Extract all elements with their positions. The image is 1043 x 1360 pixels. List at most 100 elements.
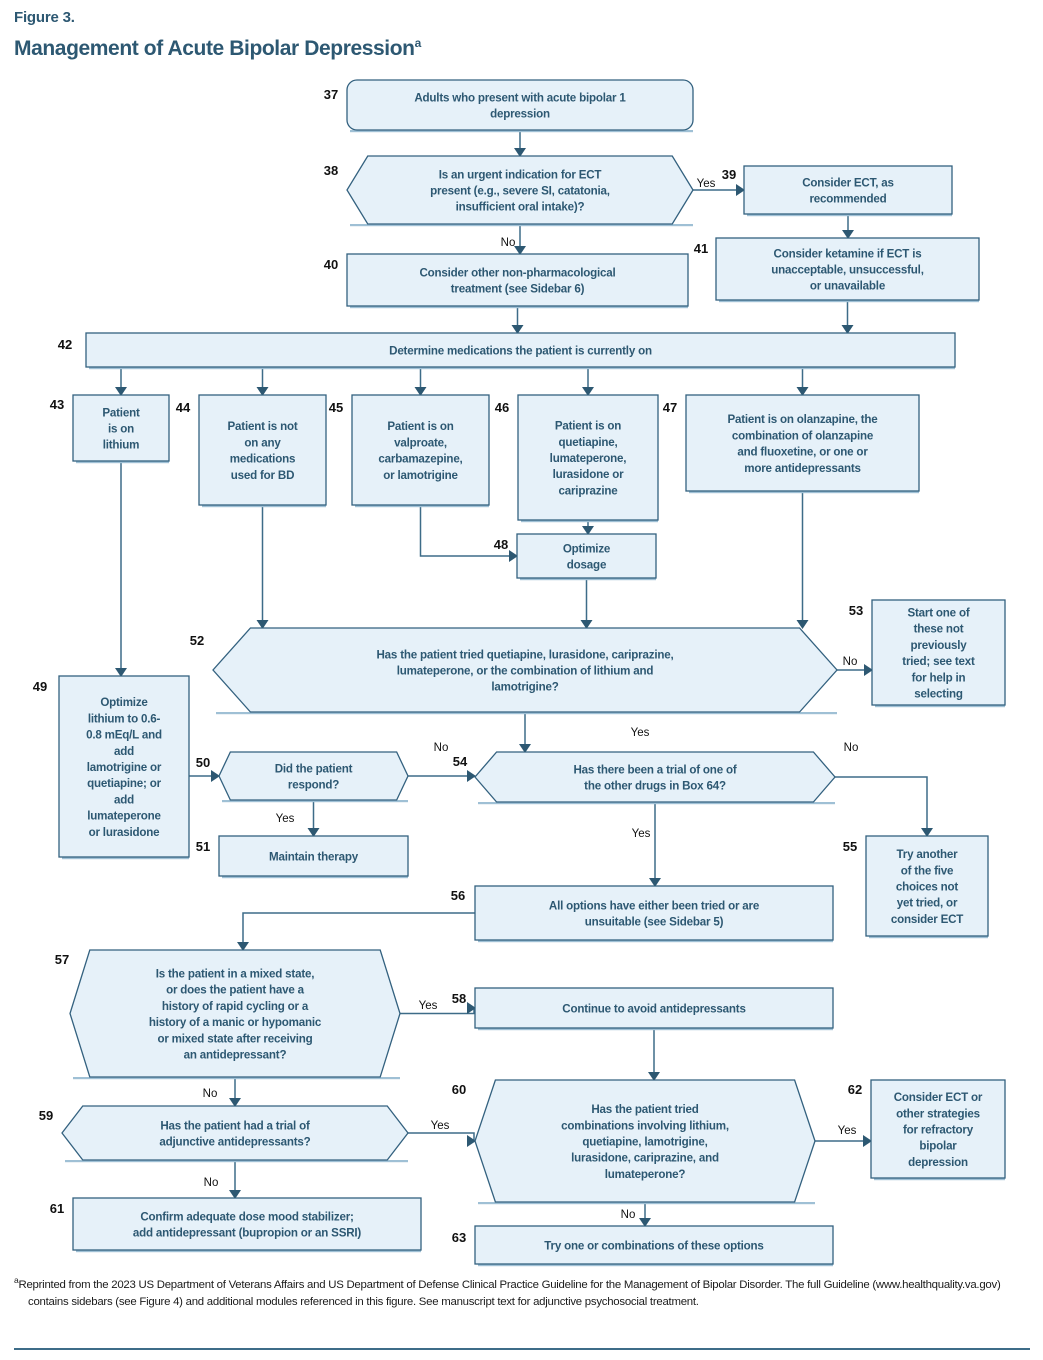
arrowhead [115,668,127,677]
node-shadow [89,367,955,370]
node-shadow [869,936,988,939]
arrowhead [514,246,526,255]
flow-node-52[interactable]: Has the patient tried quetiapine, lurasi… [190,627,838,715]
node-number-46: 46 [495,400,509,415]
node-number-59: 59 [39,1108,53,1123]
connector [242,912,475,949]
node-shape-rect [346,253,689,307]
node-number-55: 55 [843,839,857,854]
node-number-50: 50 [196,755,210,770]
node-shape-hexagon [218,751,409,801]
node-shape-rect [871,599,1006,706]
flow-node-56[interactable]: All options have either been tried or ar… [451,885,834,943]
flow-node-42[interactable]: Determine medications the patient is cur… [58,332,956,370]
footnote: aReprinted from the 2023 US Department o… [14,1272,1030,1312]
arrowhead [649,878,661,887]
arrowhead [580,620,593,629]
edge-label: No [434,742,449,754]
node-shadow [478,1264,833,1267]
arrowhead [307,828,320,837]
node-number-43: 43 [50,397,64,412]
flow-node-57[interactable]: Is the patient in a mixed state,or does … [55,949,401,1080]
arrowhead [514,148,526,157]
flow-node-61[interactable]: Confirm adequate dose mood stabilizer;ad… [50,1197,422,1253]
node-number-49: 49 [33,679,47,694]
arrowhead [229,1098,241,1107]
arrowhead [796,620,809,629]
arrowhead [648,1072,660,1081]
connector [419,505,516,557]
arrowhead [736,184,745,196]
edge-label: No [844,742,859,754]
node-label-51: Maintain therapy [269,851,359,864]
figure-title-superscript: a [414,36,422,50]
connector [835,776,928,835]
flow-node-63[interactable]: Try one or combinations of these options… [452,1225,834,1267]
node-number-44: 44 [176,400,191,415]
node-number-41: 41 [694,241,708,256]
node-number-54: 54 [453,754,468,769]
node-shape-rect [685,394,920,492]
arrowhead [842,230,854,239]
node-shadow [478,1202,815,1205]
node-shadow [350,130,693,133]
node-shadow [747,214,952,217]
footnote-marker: a [14,1275,19,1285]
node-shape-hexagon [212,627,838,713]
node-shape-rect [72,1197,422,1251]
node-shape-rect [715,237,980,301]
node-number-39: 39 [722,167,736,182]
edge-label: No [621,1209,636,1221]
node-number-56: 56 [451,888,465,903]
node-shape-rect [346,79,694,131]
edge-label: Yes [838,1125,857,1137]
connector [408,1132,475,1141]
node-shape-hexagon [474,1079,816,1203]
edge-label: Yes [697,178,716,190]
arrowhead [467,770,476,782]
node-shape-rect [474,987,834,1029]
node-number-45: 45 [329,400,343,415]
node-shape-rect [198,394,327,506]
node-shape-hexagon [346,155,694,225]
node-shadow [350,306,688,309]
node-number-40: 40 [324,257,338,272]
node-shadow [355,505,489,508]
node-shadow [76,1250,421,1253]
edge-label: Yes [631,727,650,739]
arrowhead [211,770,220,782]
